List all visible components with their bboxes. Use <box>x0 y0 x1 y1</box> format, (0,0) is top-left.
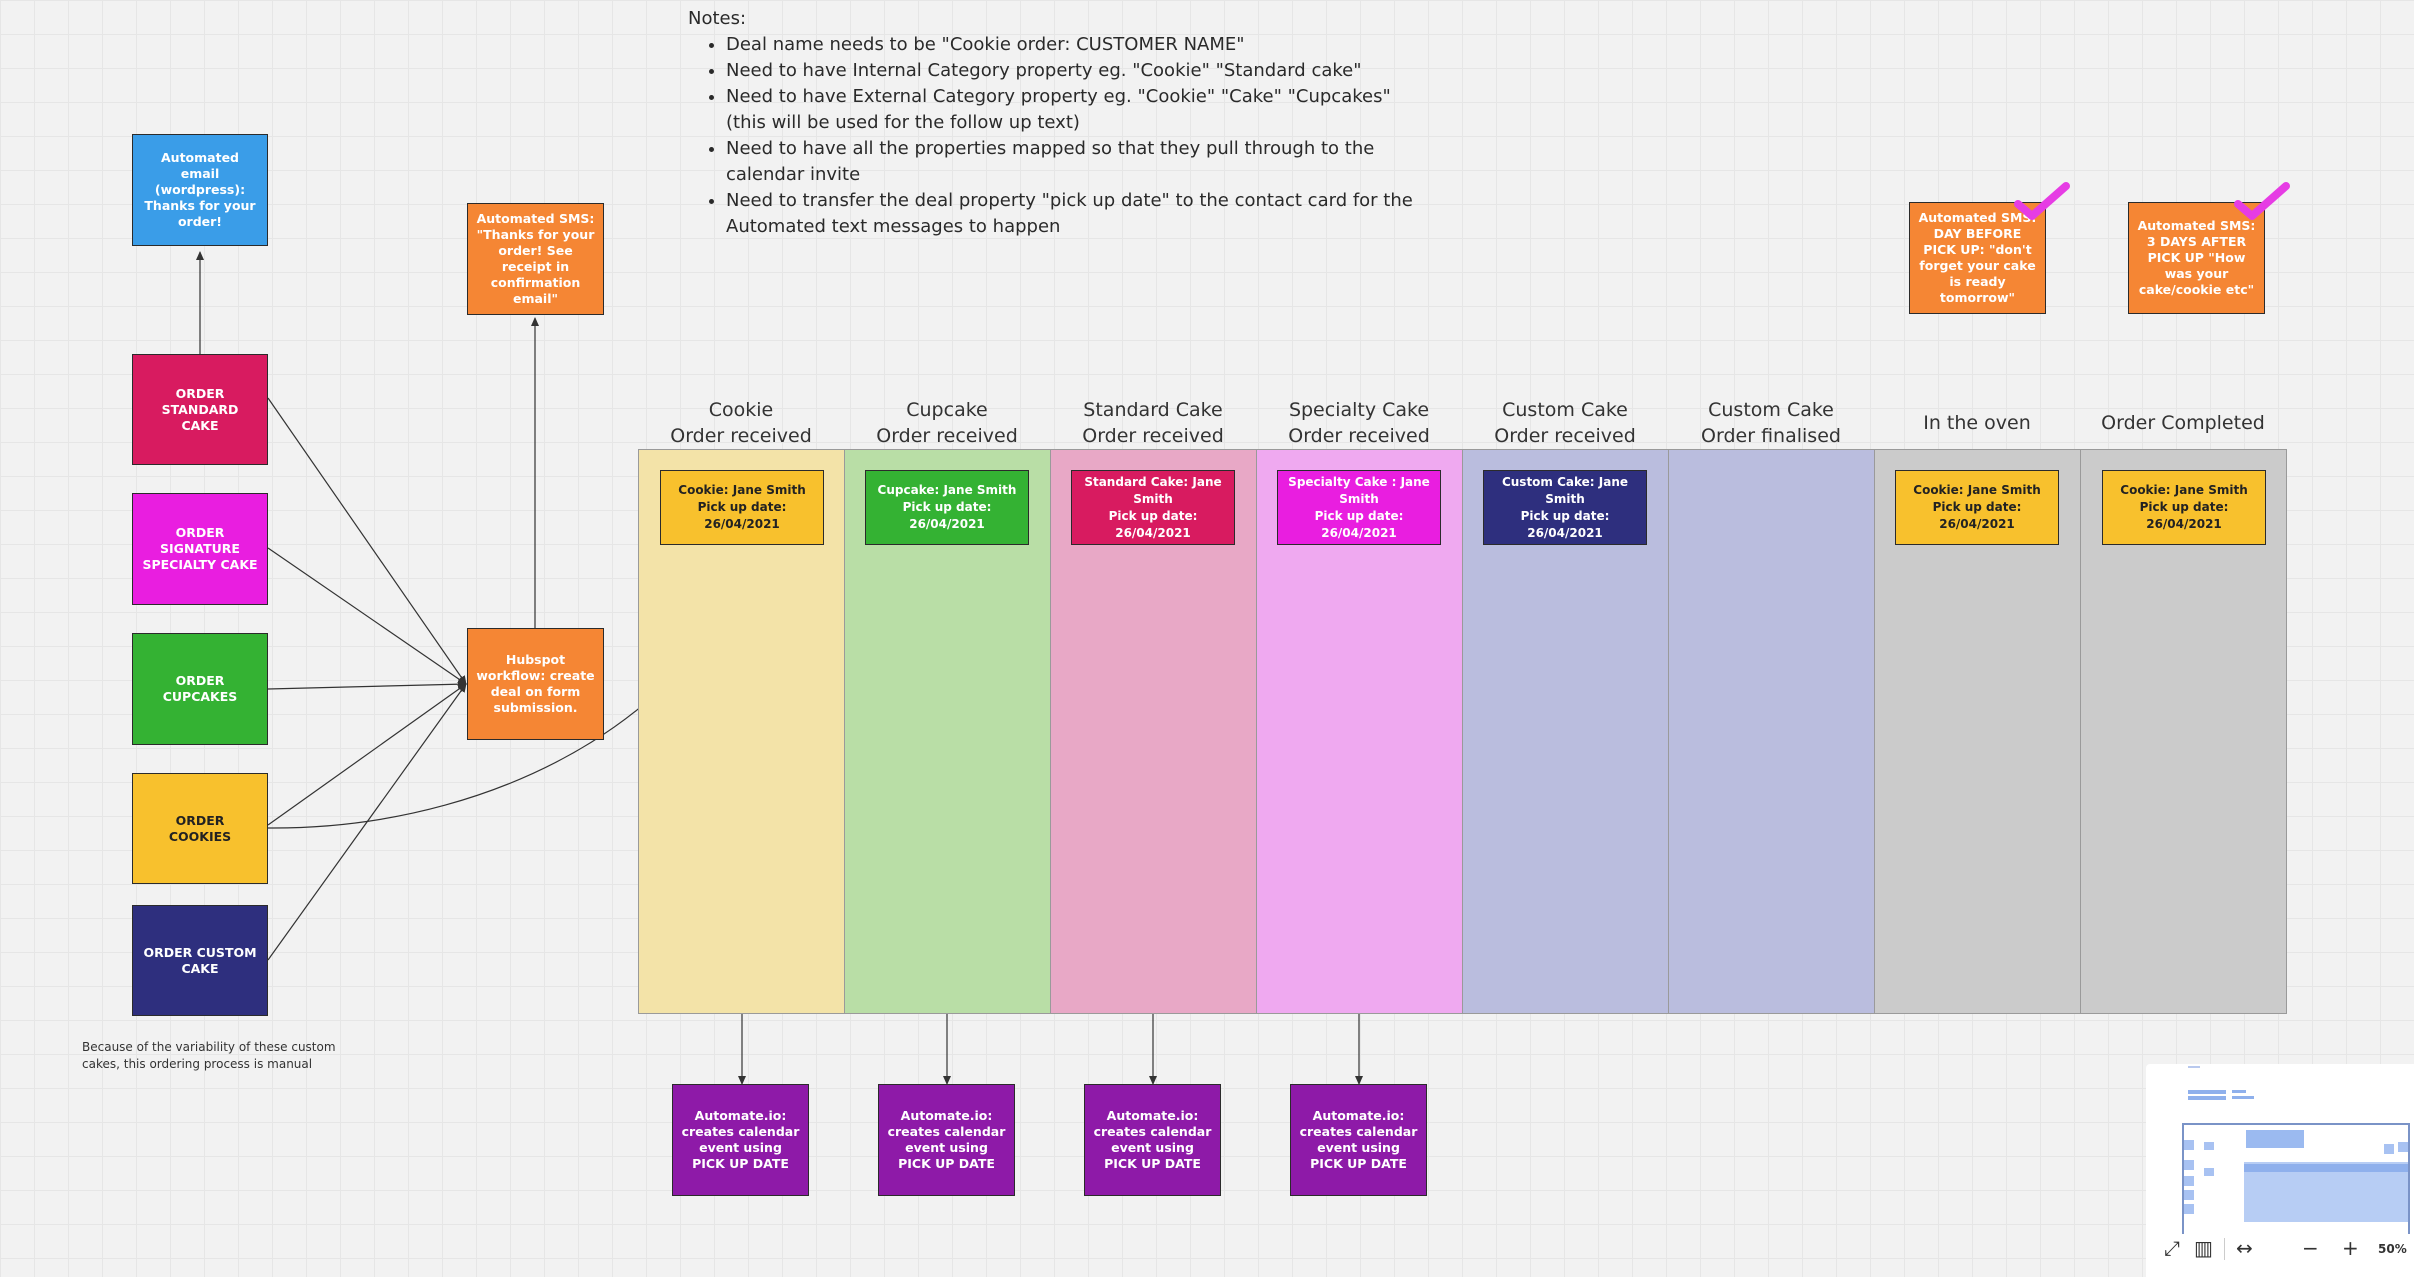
deal-card-standard-cake[interactable]: Standard Cake: Jane Smith Pick up date: … <box>1071 470 1235 545</box>
order-standard-cake-sticky[interactable]: ORDER STANDARD CAKE <box>132 354 268 465</box>
column-custom-cake-order-finalised <box>1668 449 1875 1014</box>
arrow-cupcakes-to-workflow <box>267 680 467 690</box>
checkmark-icon <box>2234 182 2290 220</box>
deal-card-custom-cake[interactable]: Custom Cake: Jane Smith Pick up date: 26… <box>1483 470 1647 545</box>
deal-card-order-completed[interactable]: Cookie: Jane Smith Pick up date: 26/04/2… <box>2102 470 2266 545</box>
sms-after-pickup-sticky[interactable]: Automated SMS: 3 DAYS AFTER PICK UP "How… <box>2128 202 2265 314</box>
hubspot-workflow-sticky[interactable]: Hubspot workflow: create deal on form su… <box>467 628 604 740</box>
minimap-preview <box>2182 1066 2410 1234</box>
column-title-order-completed: Order Completed <box>2101 412 2265 434</box>
column-title-standard-cake: Standard Cake Order received <box>1082 399 1224 447</box>
notes-heading: Notes: <box>688 8 747 29</box>
notes-list: Deal name needs to be "Cookie order: CUS… <box>688 32 1428 240</box>
note-item: Need to have External Category property … <box>726 84 1428 136</box>
arrow-standard-to-workflow <box>267 397 467 685</box>
automate-io-cookie-sticky[interactable]: Automate.io: creates calendar event usin… <box>672 1084 809 1196</box>
column-title-in-the-oven: In the oven <box>1923 412 2031 434</box>
deal-card-in-the-oven[interactable]: Cookie: Jane Smith Pick up date: 26/04/2… <box>1895 470 2059 545</box>
minimap-panel[interactable]: ⤢ ▥ ↔ − + 50% <box>2146 1064 2414 1277</box>
zoom-in-icon[interactable]: + <box>2342 1236 2359 1260</box>
fullscreen-icon[interactable]: ⤢ <box>2164 1236 2180 1260</box>
deal-card-specialty-cake[interactable]: Specialty Cake : Jane Smith Pick up date… <box>1277 470 1441 545</box>
automate-io-standard-cake-sticky[interactable]: Automate.io: creates calendar event usin… <box>1084 1084 1221 1196</box>
checkmark-icon <box>2014 182 2070 220</box>
fit-width-icon[interactable]: ↔ <box>2236 1236 2253 1260</box>
notes-block: Notes: Deal name needs to be "Cookie ord… <box>688 6 1428 240</box>
toolbar-divider <box>2224 1238 2225 1260</box>
order-custom-cake-sticky[interactable]: ORDER CUSTOM CAKE <box>132 905 268 1016</box>
order-signature-specialty-cake-sticky[interactable]: ORDER SIGNATURE SPECIALTY CAKE <box>132 493 268 605</box>
column-title-cupcake: Cupcake Order received <box>876 399 1018 447</box>
map-icon[interactable]: ▥ <box>2194 1236 2213 1260</box>
note-item: Need to transfer the deal property "pick… <box>726 188 1428 240</box>
column-title-custom-cake-finalised: Custom Cake Order finalised <box>1701 399 1841 447</box>
order-cookies-sticky[interactable]: ORDER COOKIES <box>132 773 268 884</box>
column-title-custom-cake-received: Custom Cake Order received <box>1494 399 1636 447</box>
automate-io-cupcake-sticky[interactable]: Automate.io: creates calendar event usin… <box>878 1084 1015 1196</box>
automated-sms-thanks-sticky[interactable]: Automated SMS: "Thanks for your order! S… <box>467 203 604 315</box>
arrow-cookies-to-workflow <box>267 683 467 826</box>
automate-io-specialty-cake-sticky[interactable]: Automate.io: creates calendar event usin… <box>1290 1084 1427 1196</box>
automated-email-sticky[interactable]: Automated email (wordpress): Thanks for … <box>132 134 268 246</box>
note-item: Need to have all the properties mapped s… <box>726 136 1428 188</box>
deal-card-cupcake[interactable]: Cupcake: Jane Smith Pick up date: 26/04/… <box>865 470 1029 545</box>
sms-day-before-sticky[interactable]: Automated SMS: DAY BEFORE PICK UP: "don'… <box>1909 202 2046 314</box>
note-item: Need to have Internal Category property … <box>726 58 1428 84</box>
deal-card-cookie[interactable]: Cookie: Jane Smith Pick up date: 26/04/2… <box>660 470 824 545</box>
column-title-specialty-cake: Specialty Cake Order received <box>1288 399 1430 447</box>
column-title-cookie: Cookie Order received <box>670 399 812 447</box>
order-cupcakes-sticky[interactable]: ORDER CUPCAKES <box>132 633 268 745</box>
note-item: Deal name needs to be "Cookie order: CUS… <box>726 32 1428 58</box>
zoom-out-icon[interactable]: − <box>2302 1236 2319 1260</box>
zoom-level[interactable]: 50% <box>2378 1242 2407 1256</box>
arrow-signature-to-workflow <box>267 547 467 685</box>
manual-process-note: Because of the variability of these cust… <box>82 1040 336 1071</box>
